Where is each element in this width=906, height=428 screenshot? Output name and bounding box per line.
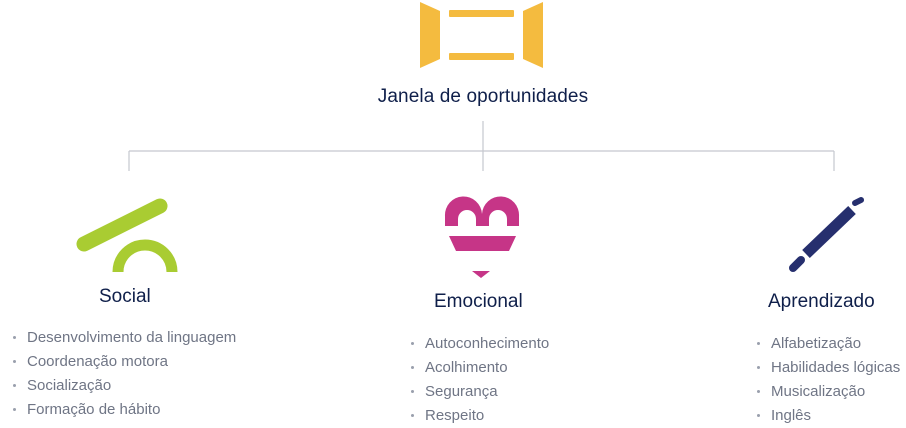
list-emocional: Autoconhecimento Acolhimento Segurança R… — [410, 332, 549, 428]
list-item: Coordenação motora — [12, 350, 236, 374]
branch-title-aprendizado: Aprendizado — [768, 291, 875, 312]
list-item: Respeito — [410, 404, 549, 428]
list-aprendizado: Alfabetização Habilidades lógicas Musica… — [756, 332, 900, 428]
list-item: Segurança — [410, 380, 549, 404]
branch-title-emocional: Emocional — [434, 291, 523, 312]
list-item: Socialização — [12, 374, 236, 398]
root-title: Janela de oportunidades — [377, 86, 589, 107]
list-item: Inglês — [756, 404, 900, 428]
branch-title-social: Social — [99, 286, 151, 307]
list-social: Desenvolvimento da linguagem Coordenação… — [12, 326, 236, 422]
list-item: Autoconhecimento — [410, 332, 549, 356]
list-item: Formação de hábito — [12, 398, 236, 422]
list-item: Musicalização — [756, 380, 900, 404]
list-item: Alfabetização — [756, 332, 900, 356]
list-item: Desenvolvimento da linguagem — [12, 326, 236, 350]
list-item: Acolhimento — [410, 356, 549, 380]
list-item: Habilidades lógicas — [756, 356, 900, 380]
